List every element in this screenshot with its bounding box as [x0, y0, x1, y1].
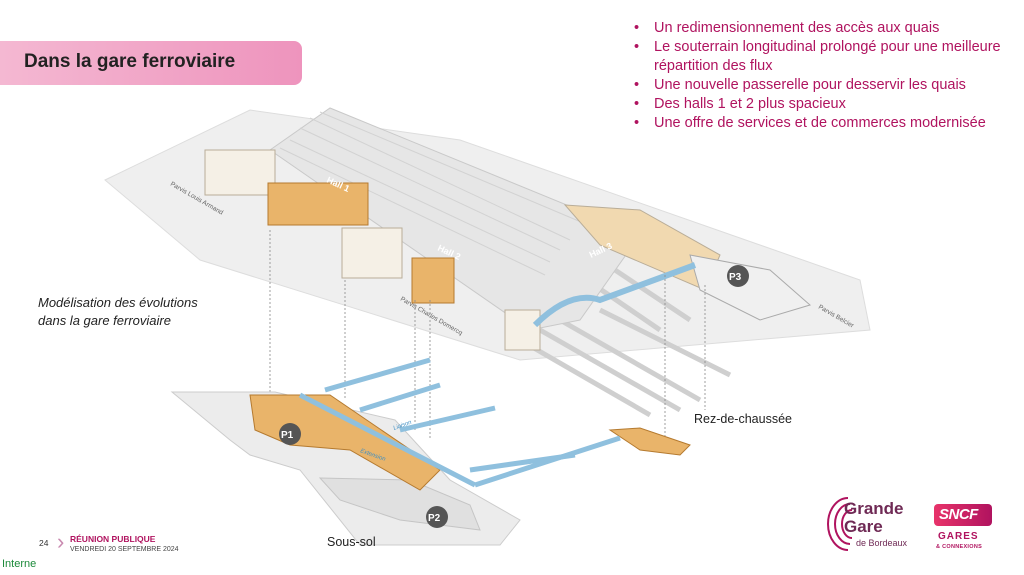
sncf-connexions-text: & CONNEXIONS: [936, 544, 983, 550]
caption-line: Modélisation des évolutions: [38, 295, 198, 310]
title-band: Dans la gare ferroviaire: [0, 41, 302, 85]
parking-p3-building: [689, 254, 812, 321]
level-label-ground: Rez-de-chaussée: [694, 412, 792, 426]
bullet-list: Un redimensionnement des accès aux quais…: [628, 19, 1018, 133]
sncf-text: SNCF: [939, 506, 978, 523]
parking-p2-marker: [426, 506, 448, 528]
logo-text-line: Grande: [844, 499, 904, 518]
bullet-item: Des halls 1 et 2 plus spacieux: [628, 95, 1018, 114]
grande-gare-logo: Grande Gare de Bordeaux: [826, 494, 926, 558]
roof-ribs: [279, 111, 601, 276]
page-number: 24: [39, 538, 49, 548]
bullet-item: Une offre de services et de commerces mo…: [628, 114, 1018, 133]
passerelle: [532, 262, 697, 328]
logo-text-line: de Bordeaux: [856, 538, 908, 548]
logo-text-line: Gare: [844, 517, 883, 536]
diagram-caption: Modélisation des évolutions dans la gare…: [38, 294, 198, 330]
sncf-badge: SNCF: [934, 504, 992, 526]
hall-2-building: [411, 257, 455, 304]
parking-p2-label: P2: [428, 513, 441, 524]
building-center: [341, 227, 403, 279]
basement-orange-east: [608, 427, 691, 456]
parking-p3-marker: [727, 265, 749, 287]
hall-1-building: [267, 182, 369, 226]
bullet-item: Un redimensionnement des accès aux quais: [628, 19, 1018, 38]
footer-date: VENDREDI 20 SEPTEMBRE 2024: [70, 546, 179, 553]
level-connectors: [269, 230, 706, 440]
building-north: [204, 149, 276, 196]
footer-event: RÉUNION PUBLIQUE: [70, 534, 156, 544]
sncf-gares-text: GARES: [938, 531, 979, 542]
caption-line: dans la gare ferroviaire: [38, 313, 171, 328]
basement-orange-zone: [249, 394, 441, 491]
swirl-icon: [827, 497, 853, 551]
building-south: [504, 309, 541, 351]
parking-p3-label: P3: [729, 272, 742, 283]
level-label-basement: Sous-sol: [327, 535, 376, 549]
sncf-logo: SNCF GARES & CONNEXIONS: [930, 504, 996, 556]
bullet-item: Le souterrain longitudinal prolongé pour…: [628, 38, 1018, 76]
parking-p1-marker: [279, 423, 301, 445]
footer-bracket-icon: ›: [57, 529, 65, 554]
page-title: Dans la gare ferroviaire: [24, 51, 236, 72]
classification-label: Interne: [2, 558, 37, 570]
parking-p1-label: P1: [281, 430, 294, 441]
station-roof: [269, 107, 641, 331]
bullet-item: Une nouvelle passerelle pour desservir l…: [628, 76, 1018, 95]
underground-corridors: [298, 357, 621, 488]
